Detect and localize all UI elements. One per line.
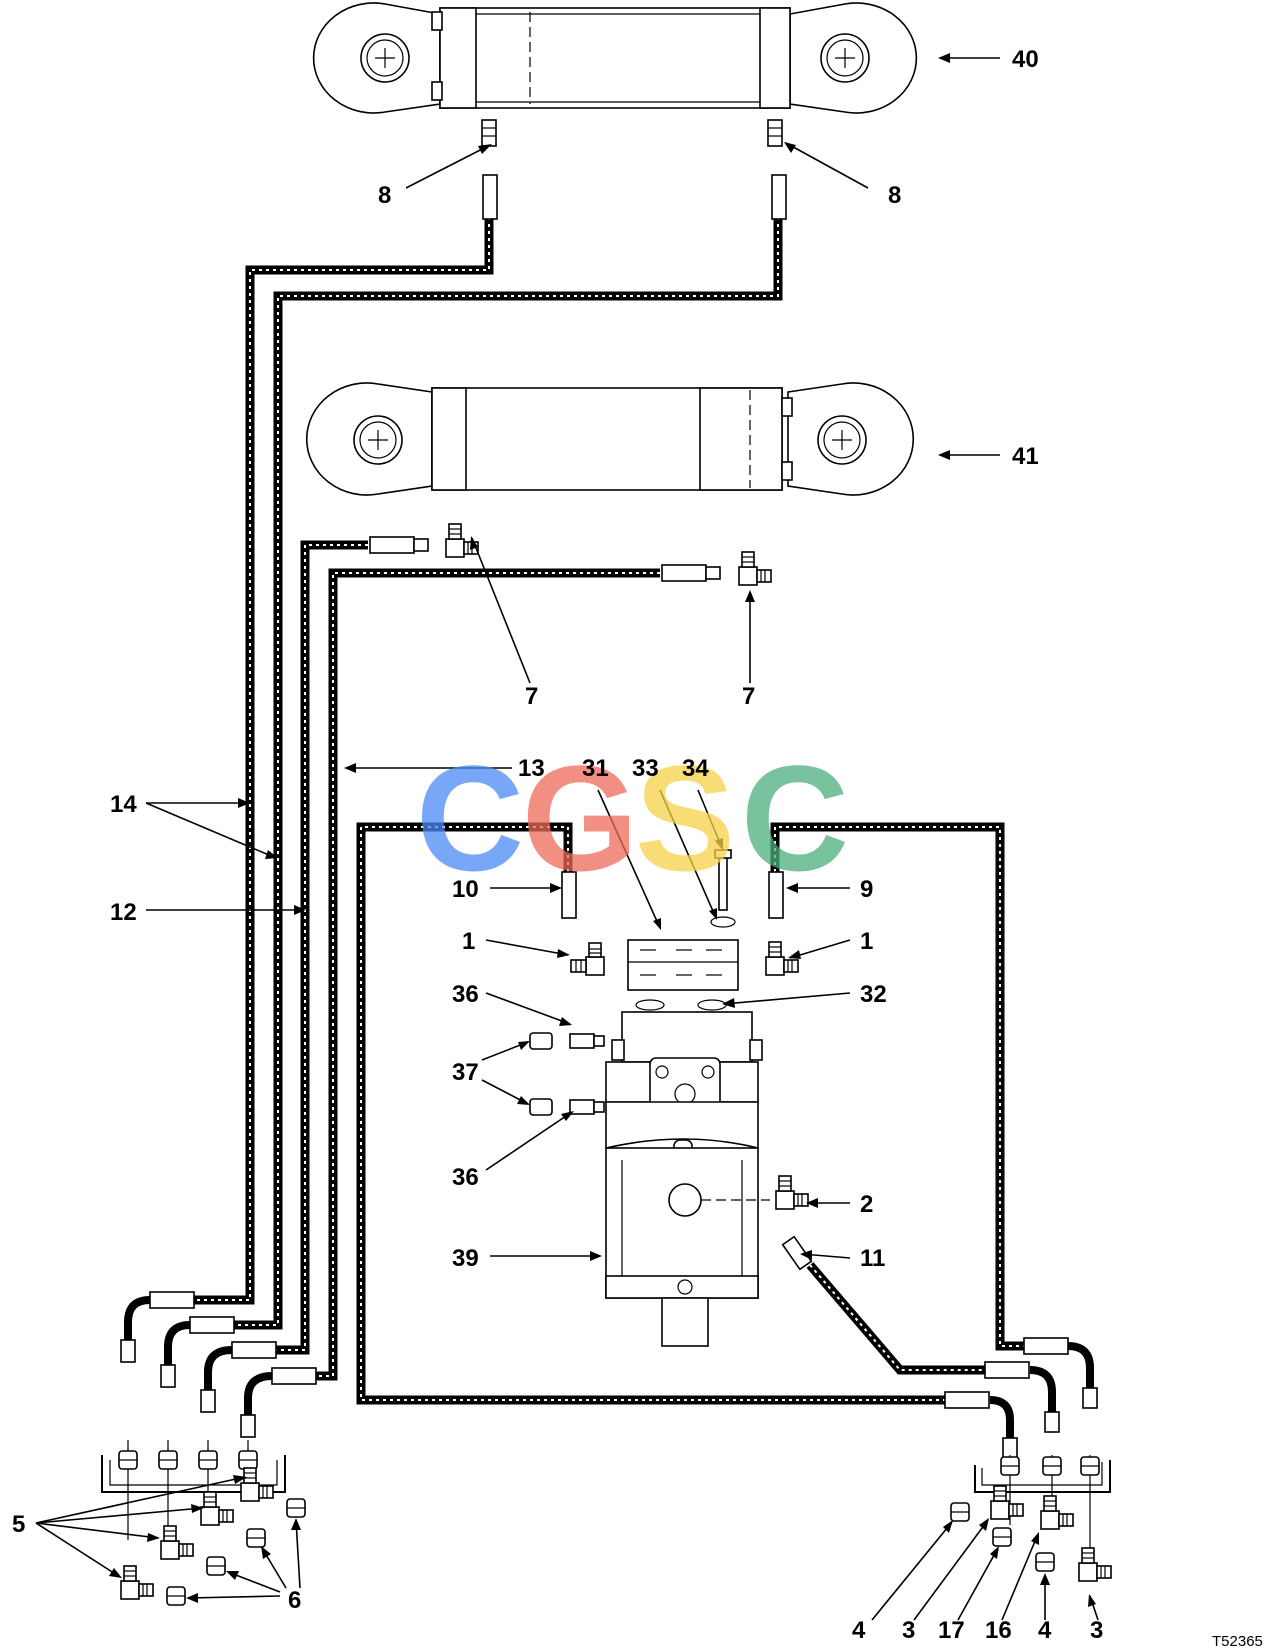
right-hose-ends [989, 1342, 1098, 1459]
nut-left-2 [158, 1450, 178, 1470]
watermark-logo: C G S C [416, 734, 849, 902]
callout-11: 11 [860, 1245, 885, 1272]
elbow-fitting-3b [1078, 1547, 1112, 1582]
o-ring-32a [635, 999, 665, 1011]
elbow-fitting-1b [765, 941, 799, 976]
callout-4-left: 4 [852, 1617, 866, 1644]
left-hose-ends [120, 1296, 273, 1438]
cap-6c [206, 1556, 226, 1576]
cylinder-41 [305, 382, 915, 496]
pump-motor-39 [605, 1011, 770, 1347]
callout-2: 2 [860, 1191, 873, 1218]
svg-text:S: S [635, 734, 735, 902]
callout-36-upper: 36 [452, 981, 479, 1008]
callout-8-right: 8 [888, 182, 901, 209]
cap-6a [286, 1498, 306, 1518]
cap-6b [246, 1528, 266, 1548]
cap-4b [1035, 1552, 1055, 1572]
callout-10: 10 [452, 876, 479, 903]
callout-41: 41 [1012, 443, 1039, 470]
callout-3-left: 3 [902, 1617, 915, 1644]
elbow-fitting-2 [775, 1175, 809, 1210]
callout-6: 6 [288, 1587, 301, 1614]
callout-8-left: 8 [378, 182, 391, 209]
callout-12: 12 [110, 899, 137, 926]
leader-lines [35, 53, 1099, 1621]
elbow-fitting-5a [120, 1565, 154, 1600]
elbow-fitting-7b [738, 551, 772, 586]
elbow-fitting-5c [200, 1491, 234, 1526]
svg-text:G: G [522, 734, 639, 902]
cylinder-40 [312, 2, 918, 147]
figure-id: T52365 [1212, 1633, 1263, 1650]
callout-1-right: 1 [860, 928, 873, 955]
test-port-fittings-36-37 [529, 1032, 605, 1116]
o-ring-32b [697, 999, 727, 1011]
nut-left-4 [238, 1450, 258, 1470]
hose-upper-7 [240, 540, 368, 1355]
hose-12 [200, 210, 783, 1330]
callout-34: 34 [682, 755, 709, 782]
hose-9 [770, 822, 1030, 1351]
elbow-fitting-1a [570, 942, 605, 976]
callout-9: 9 [860, 876, 873, 903]
callout-37: 37 [452, 1059, 479, 1086]
elbow-fitting-16 [1040, 1495, 1074, 1530]
hose-end-fittings [149, 174, 1069, 1409]
elbow-fitting-3a [990, 1485, 1024, 1520]
callout-1-left: 1 [462, 928, 475, 955]
callout-13: 13 [518, 755, 545, 782]
svg-text:C: C [741, 734, 849, 902]
callout-16: 16 [985, 1617, 1012, 1644]
callout-32: 32 [860, 981, 887, 1008]
callout-33: 33 [632, 755, 659, 782]
callout-31: 31 [582, 755, 609, 782]
nut-left-3 [198, 1450, 218, 1470]
callout-7-left: 7 [525, 683, 538, 710]
washer-33 [710, 916, 736, 928]
plug-17 [992, 1527, 1012, 1547]
cap-4a [950, 1502, 970, 1522]
callout-7-right: 7 [742, 683, 755, 710]
callout-5: 5 [12, 1511, 25, 1538]
svg-text:C: C [416, 734, 524, 902]
nut-right-1 [1000, 1456, 1020, 1476]
callout-4-right: 4 [1038, 1617, 1052, 1644]
nut-left-1 [118, 1450, 138, 1470]
callout-17: 17 [938, 1617, 965, 1644]
elbow-fitting-5b [160, 1525, 194, 1560]
hose-10 [356, 822, 950, 1405]
callout-40: 40 [1012, 46, 1039, 73]
nut-right-3 [1080, 1456, 1100, 1476]
cap-6d [166, 1586, 186, 1606]
hose-14 [160, 210, 494, 1305]
valve-block-31 [627, 939, 739, 991]
callout-39: 39 [452, 1245, 479, 1272]
nut-right-2 [1042, 1456, 1062, 1476]
callout-labels: 40 41 8 8 7 7 13 31 33 34 14 12 10 9 1 1… [12, 46, 1263, 1650]
callout-3-right: 3 [1090, 1617, 1103, 1644]
hose-11 [806, 1262, 990, 1375]
callout-14: 14 [110, 791, 137, 818]
callout-36-lower: 36 [452, 1164, 479, 1191]
